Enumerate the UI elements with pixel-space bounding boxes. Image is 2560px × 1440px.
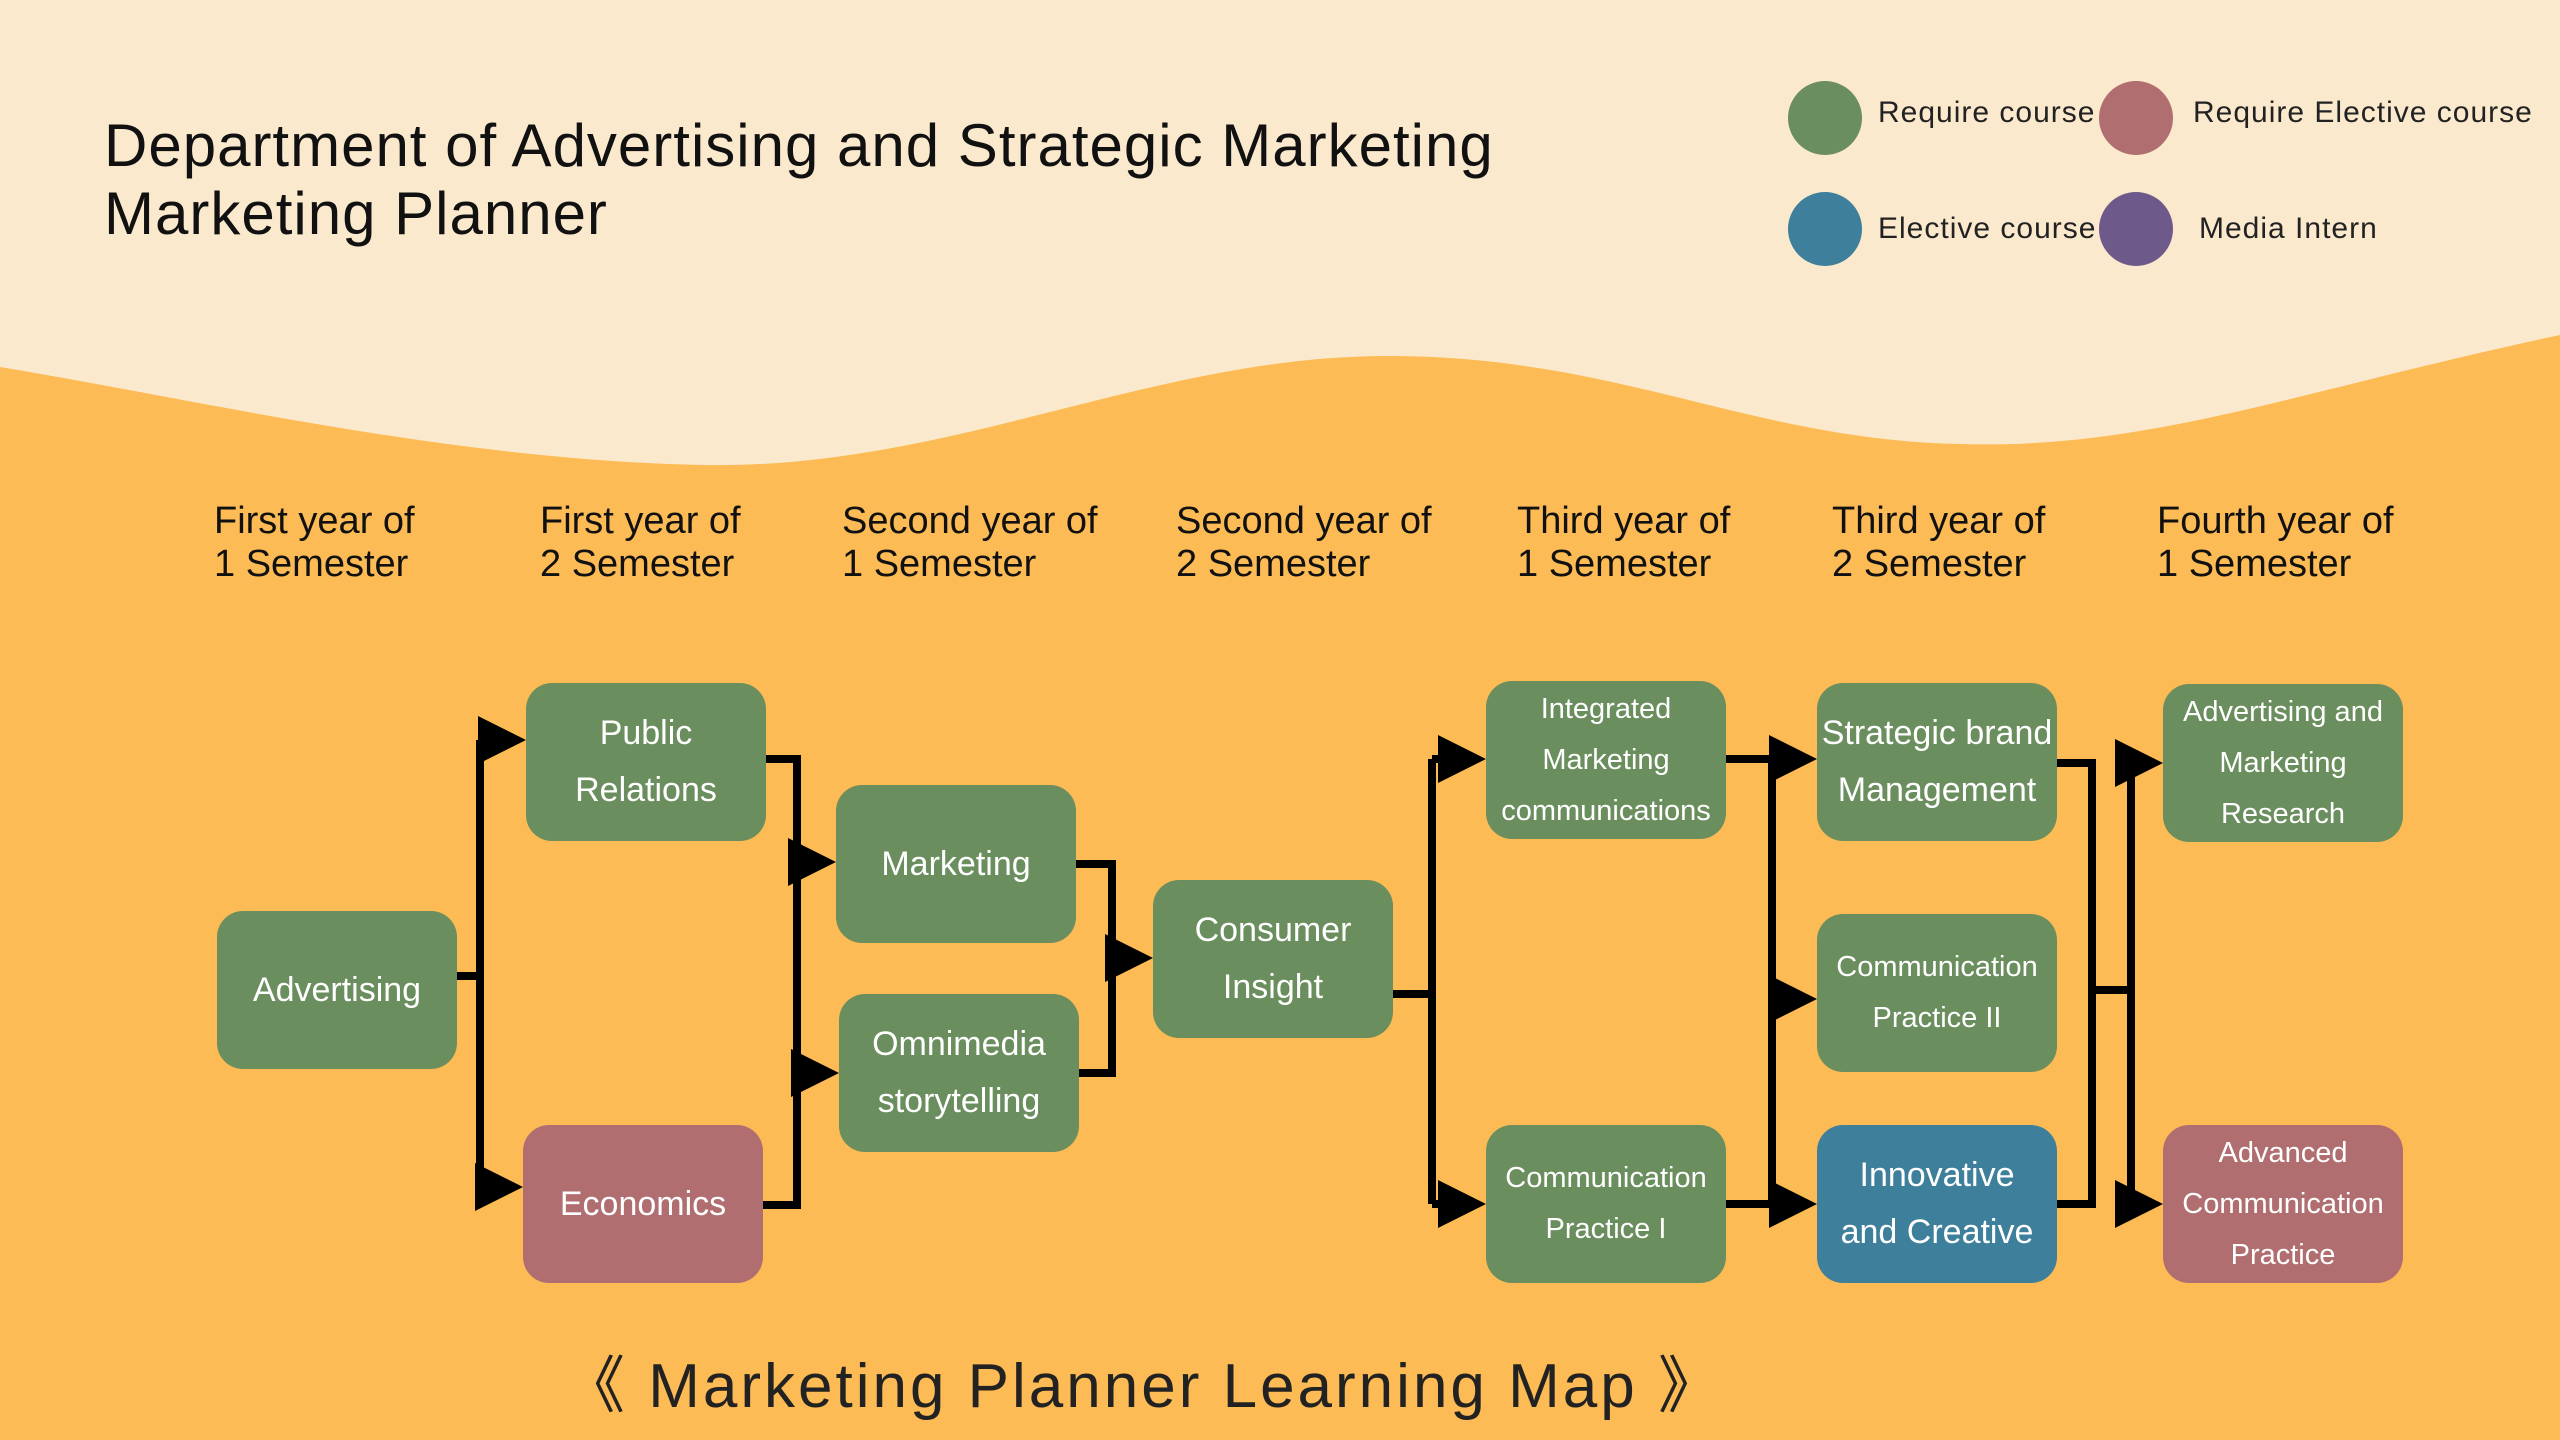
semester-year: Third year of [1832,500,2046,542]
course-label: Practice [2230,1238,2336,1271]
title-line-1: Department of Advertising and Strategic … [104,112,1494,179]
course-label: Practice II [1872,1002,2002,1034]
semester-term: 2 Semester [1176,543,1371,585]
legend-dot-media-intern [2099,192,2173,266]
course-label: Public [599,714,693,752]
title-line-2: Marketing Planner [104,180,608,247]
semester-term: 1 Semester [214,543,409,585]
course-label: Practice I [1545,1213,1667,1245]
semester-year: First year of [214,500,415,542]
course-label: Economics [559,1184,727,1223]
course-label: and Creative [1840,1213,2034,1251]
semester-year: First year of [540,500,741,542]
semester-year: Third year of [1517,500,1731,542]
course-label: Strategic brand [1821,714,2053,752]
semester-term: 1 Semester [2157,543,2352,585]
course-label: storytelling [877,1082,1041,1120]
course-label: Research [2220,797,2346,830]
course-label: Marketing [2219,746,2347,779]
course-label: Communication [2182,1187,2384,1220]
course-label: Communication [1505,1162,1707,1194]
course-label: Insight [1222,968,1324,1006]
course-label: communications [1501,794,1711,827]
course-label: Communication [1836,951,2038,983]
course-marketing[interactable]: Marketing [836,785,1076,943]
semester-term: 2 Semester [1832,543,2027,585]
legend-dot-require-elective [2099,81,2173,155]
course-label: Marketing [1542,743,1670,776]
legend-label-require-elective: Require Elective course [2193,96,2533,129]
learning-map-title: 《 Marketing Planner Learning Map 》 [563,1352,1723,1421]
legend-label-require: Require course [1878,96,2096,129]
course-omnimedia-storytelling[interactable]: Omnimedia storytelling [839,994,1079,1152]
course-label: Relations [575,771,717,809]
course-label: Management [1837,771,2037,809]
course-advertising[interactable]: Advertising [217,911,457,1069]
course-label: Advertising [252,970,422,1009]
course-innovative-and-creative[interactable]: Innovative and Creative [1817,1125,2057,1283]
page-title: Department of Advertising and Strategic … [104,112,1494,248]
semester-term: 2 Semester [540,543,735,585]
semester-year: Second year of [1176,500,1432,542]
semester-term: 1 Semester [1517,543,1712,585]
course-label: Advertising and [2183,695,2383,728]
semester-year: Fourth year of [2157,500,2394,542]
course-label: Innovative [1859,1156,2015,1194]
course-label: Advanced [2218,1136,2348,1169]
legend-dot-elective [1788,192,1862,266]
course-label: Integrated [1540,692,1672,725]
legend-label-elective: Elective course [1878,212,2097,245]
course-economics[interactable]: Economics [523,1125,763,1283]
course-label: Consumer [1194,911,1352,949]
course-label: Omnimedia [872,1025,1046,1063]
legend-dot-require [1788,81,1862,155]
course-label: Marketing [881,844,1031,883]
legend-label-media-intern: Media Intern [2199,212,2378,245]
semester-year: Second year of [842,500,1098,542]
semester-term: 1 Semester [842,543,1037,585]
